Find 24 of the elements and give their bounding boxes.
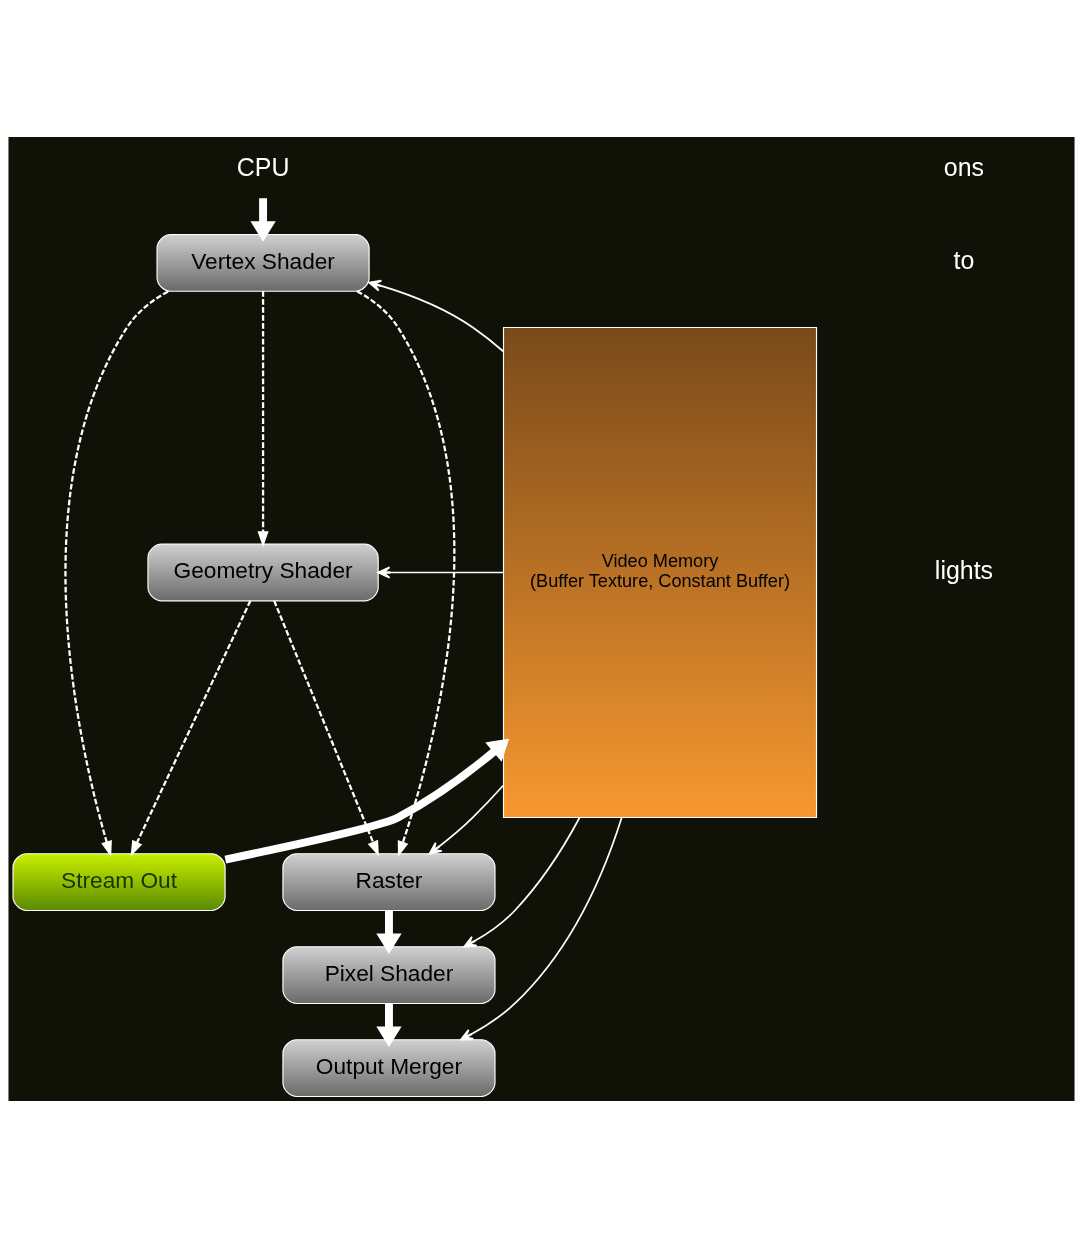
node-box: Raster [282, 853, 496, 912]
arrow [224, 738, 510, 864]
arrow [368, 279, 505, 353]
arrow [376, 1003, 402, 1048]
arrow [130, 600, 252, 857]
arrow [463, 816, 581, 948]
arrow [356, 290, 456, 857]
node-box: Geometry Shader [147, 543, 379, 602]
node-box: Vertex Shader [156, 233, 370, 292]
node-text: CPU [236, 153, 290, 182]
label: ons [943, 153, 985, 182]
label: lights [934, 555, 994, 584]
label: to [953, 246, 975, 275]
node-box: Stream Out [12, 853, 226, 912]
arrow [460, 816, 623, 1041]
arrow [377, 566, 504, 579]
arrow [428, 784, 505, 855]
arrow [376, 910, 402, 955]
node-box: Output Merger [282, 1039, 496, 1098]
arrow [273, 600, 379, 857]
arrow [64, 290, 169, 857]
node-box: Pixel Shader [282, 946, 496, 1005]
node-box: Video Memory (Buffer Texture, Constant Buffer) [502, 326, 818, 819]
arrow [257, 291, 269, 548]
